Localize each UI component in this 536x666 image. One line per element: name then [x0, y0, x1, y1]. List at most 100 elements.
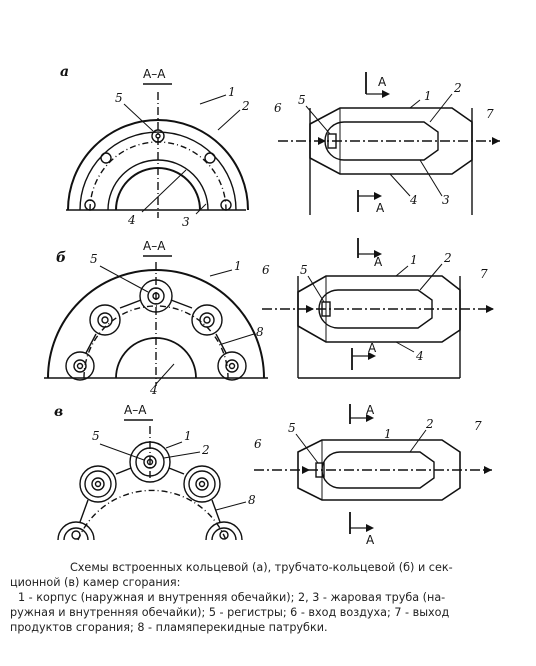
label-4: 4	[127, 213, 136, 227]
arrow-head	[484, 466, 492, 474]
arrow-head	[302, 466, 310, 474]
label-6: 6	[274, 101, 282, 115]
leader-line	[419, 263, 443, 291]
row-b-cross-section: б А–А 5 1 8 4	[44, 239, 268, 397]
leader-line	[307, 275, 325, 303]
leader-line	[217, 109, 241, 131]
label-1: 1	[384, 427, 392, 441]
swirler-register	[84, 199, 96, 211]
caption-line: 1 - корпус (наружная и внутренняя обечай…	[18, 591, 446, 604]
leader-line	[419, 159, 443, 197]
flame-tube	[79, 465, 117, 503]
label-6: 6	[262, 263, 270, 277]
arrow-head	[374, 192, 382, 200]
label-2: 2	[425, 417, 434, 431]
label-5: 5	[115, 91, 123, 105]
label-2: 2	[201, 443, 210, 457]
crossover-tube	[85, 333, 97, 354]
arrow-head	[306, 305, 314, 313]
leader-line	[165, 441, 183, 449]
leader-line	[199, 94, 227, 105]
flame-tube	[217, 351, 247, 381]
flame-tube	[205, 521, 243, 541]
label-2: 2	[443, 251, 452, 265]
label-4: 4	[415, 349, 424, 363]
crossover-tube	[170, 299, 193, 309]
caption-line: Схемы встроенных кольцевой (а), трубчато…	[70, 561, 453, 574]
leader-line	[195, 203, 207, 215]
arrow-head	[486, 305, 494, 313]
label-A: А	[378, 75, 387, 89]
label-3: 3	[442, 193, 450, 207]
arrow-head	[366, 524, 374, 532]
flame-tube	[139, 279, 173, 313]
flame-tube-outer	[79, 131, 237, 211]
swirler-register	[155, 133, 161, 139]
swirler-register	[204, 152, 216, 164]
flame-tube	[129, 441, 171, 483]
leader-line	[123, 103, 154, 132]
crossover-tube	[79, 499, 89, 523]
row-a-side-view: А А 5 6 1 2 7 4 3	[274, 72, 500, 215]
label-7: 7	[486, 107, 494, 121]
outer-casing	[67, 119, 249, 211]
label-7: 7	[480, 267, 488, 281]
label-2: 2	[453, 81, 462, 95]
flame-tube	[89, 304, 121, 336]
flame-tube	[65, 351, 95, 381]
crossover-tube	[119, 299, 142, 309]
arrow-head	[492, 137, 500, 145]
label-6: 6	[254, 437, 262, 451]
row-a-section-title: А–А	[143, 67, 166, 81]
label-8: 8	[248, 493, 256, 507]
center-circle	[77, 489, 227, 541]
label-7: 7	[474, 419, 482, 433]
row-b-letter: б	[56, 250, 66, 266]
leader-line	[99, 265, 149, 293]
label-1: 1	[228, 85, 236, 99]
crossover-tube	[115, 467, 132, 475]
label-4: 4	[409, 193, 418, 207]
flame-tube	[191, 304, 223, 336]
crossover-tube	[215, 333, 227, 354]
label-5: 5	[288, 421, 296, 435]
label-1: 1	[424, 89, 432, 103]
row-c-section-title: А–А	[124, 403, 147, 417]
label-A: А	[374, 255, 383, 269]
row-b-side-view: А А 6 5 1 2 7 4	[262, 238, 494, 379]
crossover-tube	[211, 499, 221, 523]
label-3: 3	[182, 215, 190, 229]
label-A: А	[366, 533, 375, 547]
label-5: 5	[90, 252, 98, 266]
flame-tube	[57, 521, 95, 541]
row-c-side-view: А А 6 5 1 2 7	[254, 403, 492, 547]
label-A: А	[376, 201, 385, 215]
caption-line: продуктов сгорания; 8 - пламяперекидные …	[10, 621, 328, 634]
label-5: 5	[300, 263, 308, 277]
outer-casing	[309, 107, 473, 175]
arrow-head	[366, 414, 374, 422]
row-a-cross-section: а А–А 5 1 2 4 3	[60, 64, 250, 229]
label-A: А	[366, 403, 375, 417]
leader-line	[163, 451, 201, 459]
swirler-register	[151, 129, 165, 143]
swirler-register	[220, 199, 232, 211]
label-5: 5	[92, 429, 100, 443]
row-b-section-title: А–А	[143, 239, 166, 253]
arrow-head	[374, 250, 382, 258]
leader-line	[389, 173, 411, 197]
crossover-tube	[168, 467, 185, 475]
leader-line	[395, 265, 409, 277]
arrow-head	[318, 137, 326, 145]
caption-line: ционной (в) камер сгорания:	[10, 576, 181, 589]
leader-line	[305, 105, 331, 135]
row-a-letter: а	[60, 64, 69, 80]
flame-tube	[324, 121, 439, 161]
leader-line	[221, 333, 255, 345]
leader-line	[141, 169, 187, 213]
label-A: А	[368, 341, 377, 355]
flame-tube	[183, 465, 221, 503]
swirler-register	[100, 152, 112, 164]
flame-tube-inner	[107, 159, 209, 211]
leader-line	[409, 99, 421, 109]
